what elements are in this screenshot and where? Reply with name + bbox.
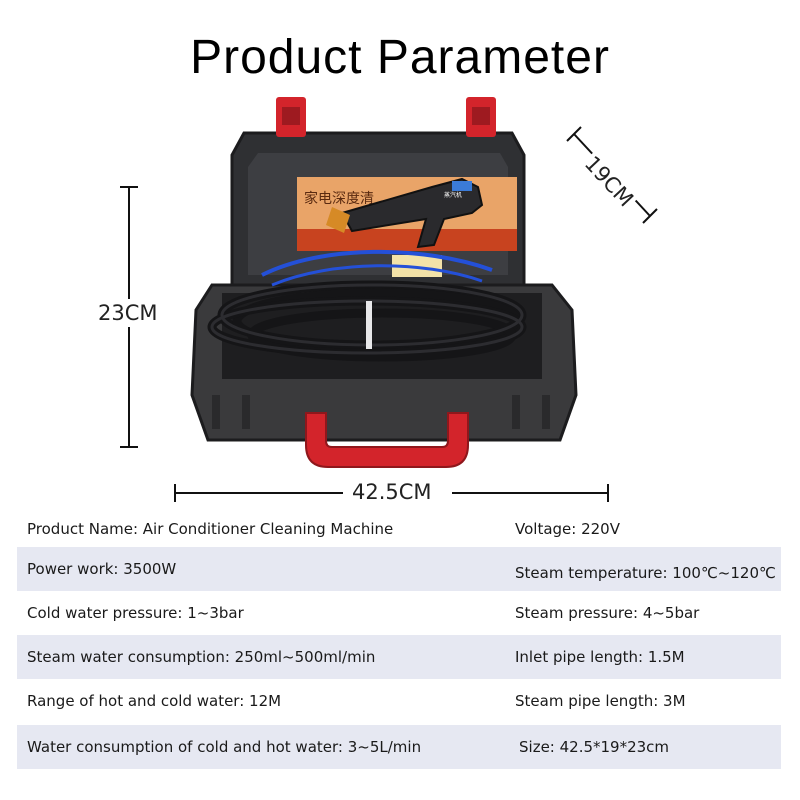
width-dim-right-tick — [607, 484, 609, 502]
spec-left: Water consumption of cold and hot water:… — [27, 738, 422, 756]
lid-label-text: 家电深度清 — [304, 190, 374, 207]
spec-row: Cold water pressure: 1~3bar Steam pressu… — [17, 591, 781, 635]
spec-left: Range of hot and cold water: 12M — [27, 692, 282, 710]
page-title: Product Parameter — [190, 31, 610, 84]
width-dim-label: 42.5CM — [352, 480, 432, 504]
spec-right: Voltage: 220V — [515, 520, 620, 538]
gun-label-text: 蒸汽机 — [444, 191, 462, 199]
width-dim-line-right — [452, 492, 608, 494]
spec-right: Steam temperature: 100℃~120℃ — [515, 564, 776, 582]
spec-row: Product Name: Air Conditioner Cleaning M… — [17, 507, 781, 551]
spec-right: Inlet pipe length: 1.5M — [515, 648, 685, 666]
spec-right: Size: 42.5*19*23cm — [519, 738, 670, 756]
spec-left: Product Name: Air Conditioner Cleaning M… — [27, 520, 394, 538]
height-dim-bottom-tick — [120, 446, 138, 448]
carry-handle-icon — [305, 412, 469, 468]
spec-left: Steam water consumption: 250ml~500ml/min — [27, 648, 376, 666]
spec-left: Cold water pressure: 1~3bar — [27, 604, 244, 622]
width-dim-line-left — [175, 492, 343, 494]
spec-right: Steam pressure: 4~5bar — [515, 604, 700, 622]
spec-row: Water consumption of cold and hot water:… — [17, 725, 781, 769]
spec-right: Steam pipe length: 3M — [515, 692, 686, 710]
spec-row: Steam water consumption: 250ml~500ml/min… — [17, 635, 781, 679]
spec-left: Power work: 3500W — [27, 560, 177, 578]
spec-row: Power work: 3500W Steam temperature: 100… — [17, 547, 781, 591]
steam-cleaner-case-image: 家电深度清 蒸汽机 — [190, 97, 578, 468]
height-dim-label: 23CM — [98, 299, 158, 327]
spec-row: Range of hot and cold water: 12M Steam p… — [17, 679, 781, 723]
